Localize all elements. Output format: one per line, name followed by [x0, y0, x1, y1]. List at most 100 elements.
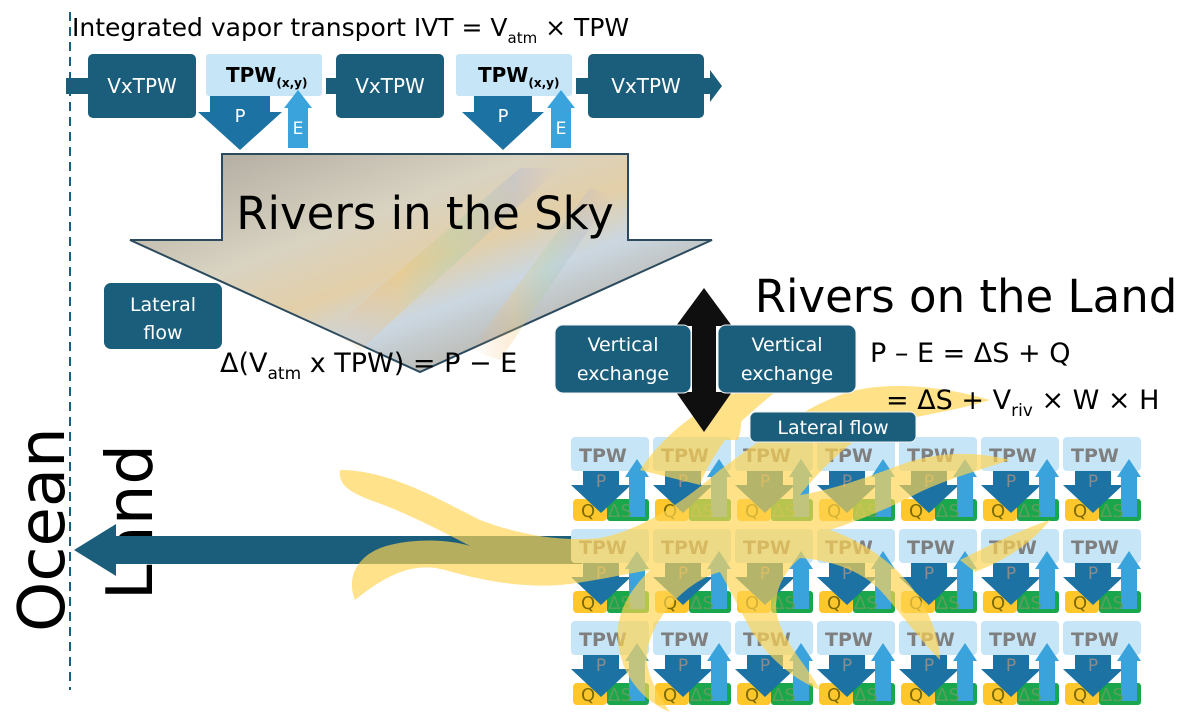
- precip-label: P: [498, 106, 509, 127]
- evaporation-arrow: [625, 459, 649, 517]
- storage-label: ΔS: [854, 593, 878, 614]
- lateral-flow-line2: flow: [143, 322, 182, 344]
- vertical-exchange-arrow: [676, 288, 732, 432]
- tpw-label: TPW: [579, 445, 627, 467]
- lateral-flow-right-label: Lateral flow: [777, 417, 888, 439]
- precip-label: P: [842, 656, 852, 676]
- tpw-label: TPW: [661, 629, 709, 651]
- tpw-box: [1063, 621, 1141, 655]
- runoff-label: Q: [827, 593, 841, 614]
- river-branch: [960, 520, 1050, 572]
- storage-label: ΔS: [936, 685, 960, 706]
- vertical-exchange-box-right: [717, 324, 857, 394]
- tpw-label: TPW: [1071, 445, 1119, 467]
- storage-label: ΔS: [1100, 501, 1124, 522]
- evaporation-arrow: [1117, 459, 1141, 517]
- tpw-box: [981, 621, 1059, 655]
- precip-label: P: [924, 564, 934, 584]
- vertical-exchange-line2: exchange: [741, 363, 833, 385]
- precip-label: P: [1006, 472, 1016, 492]
- precipitation-arrow: [462, 96, 544, 150]
- tpw-box: [1063, 529, 1141, 563]
- precipitation-arrow: [653, 655, 713, 697]
- precip-label: P: [235, 106, 246, 127]
- atmospheric-balance-equation: Δ(Vatm x TPW) = P − E: [220, 348, 517, 384]
- storage-label: ΔS: [854, 685, 878, 706]
- precipitation-arrow: [899, 563, 959, 605]
- vxtpw-label: VxTPW: [611, 74, 681, 98]
- evap-label: E: [293, 119, 304, 139]
- lateral-flow-line1: Lateral: [130, 294, 196, 316]
- precip-label: P: [842, 564, 852, 584]
- evaporation-arrow: [1117, 643, 1141, 701]
- river-branch: [700, 385, 742, 440]
- tpw-label: TPW: [1071, 629, 1119, 651]
- storage-label: ΔS: [608, 501, 632, 522]
- runoff-label: Q: [1073, 685, 1087, 706]
- precip-label: P: [1088, 564, 1098, 584]
- vxtpw-block: [588, 54, 704, 118]
- storage-label: ΔS: [690, 685, 714, 706]
- rivers-in-the-sky-arrow: Rivers in the Sky: [129, 153, 713, 374]
- vertical-exchange-line1: Vertical: [751, 334, 822, 356]
- tpw-cell-label: TPW(x,y): [478, 63, 559, 90]
- runoff-label: Q: [909, 501, 923, 522]
- storage-label: ΔS: [1100, 593, 1124, 614]
- tpw-label: TPW: [989, 629, 1037, 651]
- runoff-label: Q: [663, 685, 677, 706]
- land-cell: TPW PQ ΔS: [653, 621, 731, 706]
- precipitation-arrow: [571, 471, 631, 513]
- precipitation-arrow: [899, 655, 959, 697]
- river-network: [339, 385, 1050, 712]
- vxtpw-block: [88, 54, 196, 118]
- precip-label: P: [678, 656, 688, 676]
- precipitation-arrow: [1063, 655, 1123, 697]
- tpw-label: TPW: [1071, 537, 1119, 559]
- precipitation-arrow: [981, 655, 1041, 697]
- lateral-flow-box: [104, 283, 222, 349]
- storage-label: ΔS: [1018, 593, 1042, 614]
- river-main-channel: [339, 385, 1011, 712]
- vxtpw-label: VxTPW: [355, 74, 425, 98]
- evaporation-arrow: [1117, 551, 1141, 609]
- chain-connector: [576, 78, 588, 94]
- precip-label: P: [596, 656, 606, 676]
- precipitation-arrow: [981, 563, 1041, 605]
- storage-label: ΔS: [690, 593, 714, 614]
- evaporation-arrow: [789, 551, 813, 609]
- vxtpw-block: [336, 54, 444, 118]
- tpw-label: TPW: [907, 537, 955, 559]
- storage-label: ΔS: [936, 501, 960, 522]
- precip-label: P: [842, 472, 852, 492]
- evaporation-arrow: [953, 643, 977, 701]
- evaporation-arrow: [1035, 643, 1059, 701]
- storage-label: ΔS: [1018, 685, 1042, 706]
- storage-label: ΔS: [608, 685, 632, 706]
- evaporation-arrow: [871, 643, 895, 701]
- tpw-cell-label: TPW(x,y): [226, 63, 307, 90]
- ocean-land-labels: Ocean Land: [6, 427, 168, 632]
- chain-connector: [66, 78, 92, 94]
- precip-label: P: [1088, 472, 1098, 492]
- rainbow-streak: [470, 188, 612, 360]
- atmospheric-flow-chain: VxTPW VxTPW VxTPW TPW(x,y) P E TPW(x,y) …: [66, 54, 722, 150]
- vertical-exchange-line1: Vertical: [587, 334, 658, 356]
- precip-label: P: [1006, 564, 1016, 584]
- tpw-box: [817, 621, 895, 655]
- precipitation-arrow: [981, 471, 1041, 513]
- tpw-label: TPW: [825, 629, 873, 651]
- storage-label: ΔS: [772, 685, 796, 706]
- precip-label: P: [678, 472, 688, 492]
- storage-label: ΔS: [936, 593, 960, 614]
- tpw-cell: [206, 54, 322, 96]
- evaporation-arrow: [707, 643, 731, 701]
- chain-connector: [704, 78, 712, 94]
- land-label: Land: [94, 444, 168, 600]
